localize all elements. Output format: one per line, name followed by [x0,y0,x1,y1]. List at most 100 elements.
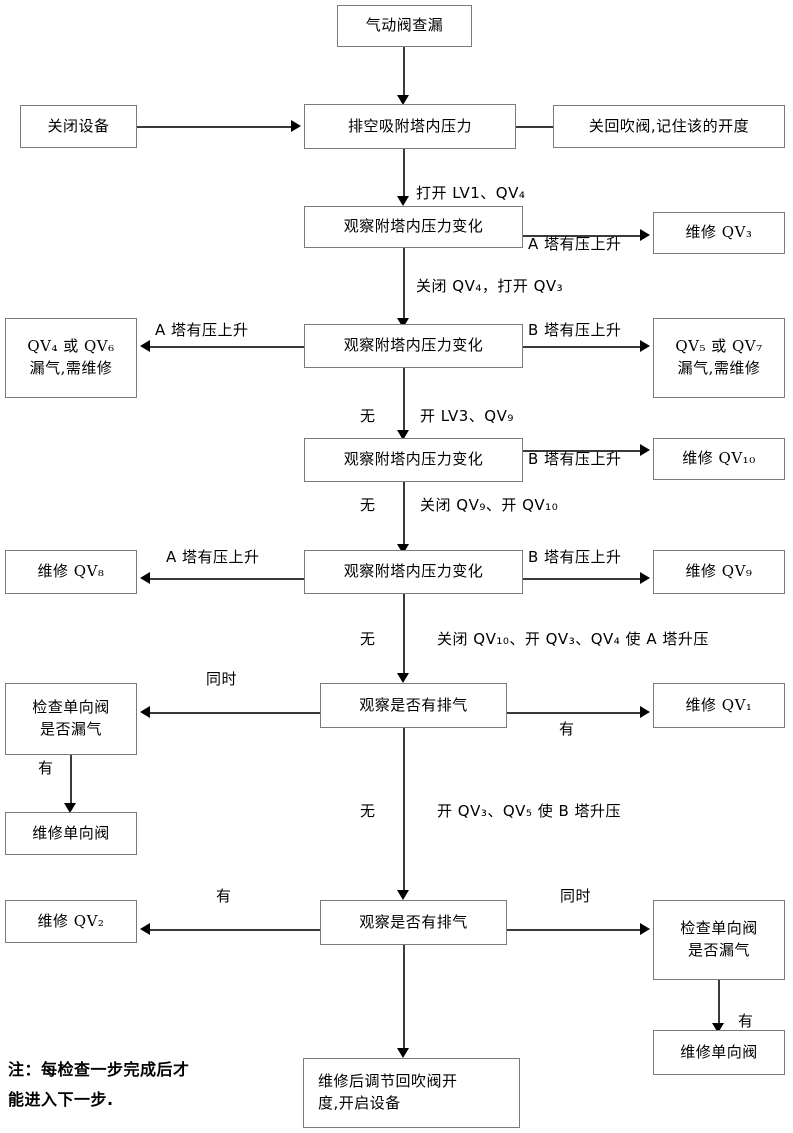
edge-observe1-to-repairqv3 [523,235,641,237]
box-finish-line1: 维修后调节回吹阀开 [318,1072,458,1091]
label-a-rise-2: A 塔有压上升 [155,321,249,339]
edge-checkvalve2-to-repair [718,980,720,1025]
edge-checkvalve1-to-repair [70,755,72,805]
box-finish-line2: 度,开启设备 [318,1094,401,1112]
box-leak-qv4-qv6-line1: QV₄ 或 QV₆ [27,337,115,356]
box-observe-pressure-4-label: 观察附塔内压力变化 [343,562,484,581]
label-none-3: 无 [360,630,376,648]
label-has-1: 有 [559,720,575,738]
box-vent-pressure-label: 排空吸附塔内压力 [347,116,472,135]
label-b-rise-4: B 塔有压上升 [528,548,622,566]
box-vent-pressure[interactable]: 排空吸附塔内压力 [304,104,516,149]
box-repair-qv10[interactable]: 维修 QV₁₀ [653,438,785,480]
box-start[interactable]: 气动阀查漏 [337,5,472,47]
box-observe-pressure-3[interactable]: 观察附塔内压力变化 [304,438,523,482]
box-close-blowback-valve[interactable]: 关回吹阀,记住该的开度 [553,105,785,148]
edge-observe4-to-repairqv8 [150,578,304,580]
box-repair-qv8[interactable]: 维修 QV₈ [5,550,137,594]
arrowhead-right-repairqv10 [640,444,650,456]
edge-vent-to-observe1 [403,148,405,199]
edge-observe1-to-observe2 [403,248,405,320]
arrowhead-left-checkvalve1 [140,706,150,718]
box-observe-pressure-1-label: 观察附塔内压力变化 [343,217,484,236]
edge-start-to-vent [403,47,405,97]
edge-observe2-to-leakleft [150,346,304,348]
box-repair-check-valve-1[interactable]: 维修单向阀 [5,812,137,855]
box-shutdown-equipment-label: 关闭设备 [47,116,110,135]
edge-exhaust2-to-finish [403,945,405,1050]
edge-observe3-to-observe4 [403,482,405,546]
box-leak-qv4-qv6-line2: 漏气,需维修 [29,359,113,377]
box-observe-exhaust-2[interactable]: 观察是否有排气 [320,900,507,945]
label-b-rise-3: B 塔有压上升 [528,450,622,468]
box-repair-qv9[interactable]: 维修 QV₉ [653,550,785,594]
label-close-qv9-open-qv10: 关闭 QV₉、开 QV₁₀ [420,496,559,514]
edge-blowback-to-vent [516,126,553,128]
label-none-1: 无 [360,407,376,425]
arrowhead-right-repairqv1 [640,706,650,718]
box-repair-check-valve-2-label: 维修单向阀 [680,1042,758,1061]
box-check-valve-2-line1: 检查单向阀 [680,919,758,938]
box-observe-exhaust-1[interactable]: 观察是否有排气 [320,683,507,728]
box-repair-qv2[interactable]: 维修 QV₂ [5,900,137,943]
box-leak-qv5-qv7-line1: QV₅ 或 QV₇ [675,337,763,356]
box-repair-qv2-label: 维修 QV₂ [37,911,105,930]
arrowhead-down-observe3 [397,430,409,440]
box-repair-qv1[interactable]: 维修 QV₁ [653,683,785,728]
edge-observe2-to-leakright [523,346,641,348]
box-leak-qv4-qv6[interactable]: QV₄ 或 QV₆ 漏气,需维修 [5,318,137,398]
arrowhead-left-repairqv2 [140,923,150,935]
arrowhead-down-finish [397,1048,409,1058]
arrowhead-right-leakright [640,340,650,352]
edge-observe2-to-observe3 [403,368,405,432]
arrowhead-right-vent [291,120,301,132]
box-finish[interactable]: 维修后调节回吹阀开 度,开启设备 [303,1058,520,1128]
box-repair-qv10-label: 维修 QV₁₀ [682,449,756,468]
label-open-lv3-qv9: 开 LV3、QV₉ [420,407,514,425]
box-observe-pressure-2[interactable]: 观察附塔内压力变化 [304,324,523,368]
arrowhead-down-exhaust2 [397,890,409,900]
box-check-valve-1-line1: 检查单向阀 [32,698,110,717]
box-check-valve-2[interactable]: 检查单向阀 是否漏气 [653,900,785,980]
edge-exhaust2-to-checkvalve2 [507,929,641,931]
edge-observe3-to-repairqv10 [523,450,641,452]
arrowhead-right-checkvalve2 [640,923,650,935]
box-repair-qv3[interactable]: 维修 QV₃ [653,212,785,254]
edge-observe4-to-exhaust1 [403,594,405,675]
box-check-valve-1-line2: 是否漏气 [39,720,102,738]
edge-exhaust1-to-checkvalve1 [150,712,320,714]
box-observe-pressure-4[interactable]: 观察附塔内压力变化 [304,550,523,594]
edge-observe4-to-repairqv9 [523,578,641,580]
arrowhead-left-leakleft [140,340,150,352]
label-close-qv10-open-qv3-qv4: 关闭 QV₁₀、开 QV₃、QV₄ 使 A 塔升压 [437,630,709,648]
label-has-3: 有 [738,1012,754,1030]
box-close-blowback-valve-label: 关回吹阀,记住该的开度 [588,116,750,135]
footnote: 注：每检查一步完成后才 能进入下一步. [8,1060,190,1110]
box-check-valve-2-line2: 是否漏气 [687,941,750,959]
label-open-qv3-qv5: 开 QV₃、QV₅ 使 B 塔升压 [437,802,622,820]
box-observe-exhaust-1-label: 观察是否有排气 [359,695,468,714]
arrowhead-down-repaircheckvalve1 [64,803,76,813]
arrowhead-down-exhaust1 [397,673,409,683]
edge-exhaust1-to-exhaust2 [403,728,405,892]
box-observe-pressure-1[interactable]: 观察附塔内压力变化 [304,206,523,248]
label-none-4: 无 [360,802,376,820]
box-repair-qv3-label: 维修 QV₃ [685,223,753,242]
label-has-2: 有 [216,887,232,905]
box-observe-pressure-3-label: 观察附塔内压力变化 [343,450,484,469]
box-repair-check-valve-2[interactable]: 维修单向阀 [653,1030,785,1075]
arrowhead-right-repairqv9 [640,572,650,584]
label-b-rise-2: B 塔有压上升 [528,321,622,339]
box-observe-pressure-2-label: 观察附塔内压力变化 [343,336,484,355]
arrowhead-down-repaircheckvalve2 [712,1023,724,1033]
box-leak-qv5-qv7[interactable]: QV₅ 或 QV₇ 漏气,需维修 [653,318,785,398]
box-shutdown-equipment[interactable]: 关闭设备 [20,105,137,148]
box-check-valve-1[interactable]: 检查单向阀 是否漏气 [5,683,137,755]
arrowhead-right-repairqv3 [640,229,650,241]
label-same-time-2: 同时 [560,887,592,905]
edge-exhaust2-to-repairqv2 [150,929,320,931]
edge-exhaust1-to-repairqv1 [507,712,641,714]
arrowhead-down-observe1 [397,196,409,206]
box-repair-check-valve-1-label: 维修单向阀 [32,823,110,842]
